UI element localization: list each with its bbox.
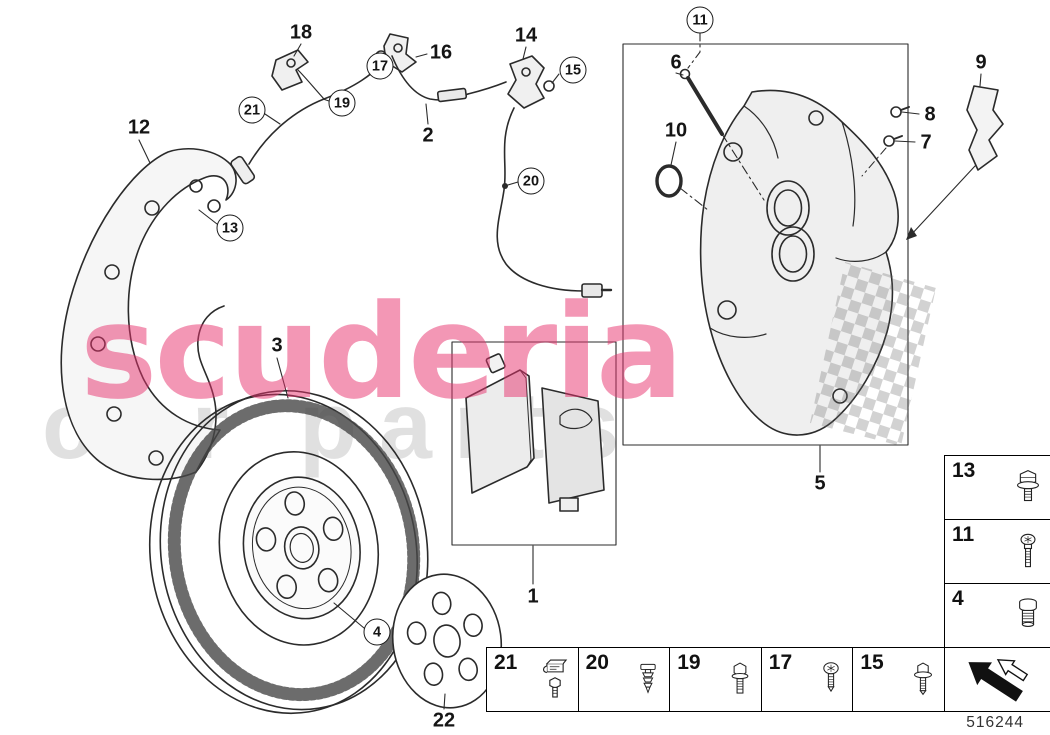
fastener-cell-20: 20 [577, 648, 670, 711]
fastener-cell-label: 4 [952, 587, 964, 610]
pad-spring-drawing [906, 85, 1004, 240]
brake-disc-drawing [148, 389, 429, 715]
seal-ring-drawing [655, 164, 709, 211]
expander-clip-icon [633, 660, 663, 700]
torx-screw-icon [816, 660, 846, 700]
torx-bolt-icon [1012, 531, 1044, 573]
fastener-cell-15: 15 [852, 648, 944, 711]
fastener-cell-label: 21 [494, 651, 518, 674]
flange-screw-icon [908, 659, 938, 701]
fastener-cell-17: 17 [760, 648, 853, 711]
leader-lines [138, 32, 982, 710]
fastener-cell-label: 20 [585, 651, 609, 674]
brake-caliper-drawing [622, 43, 936, 446]
hex-bolt-icon [725, 659, 755, 701]
fastener-cell-11: 11 [945, 520, 1050, 584]
travel-direction-cell [945, 648, 1050, 712]
hub-spacer-drawing [391, 573, 503, 709]
fastener-cell-4: 4 [945, 584, 1050, 648]
doc-number: 516244 [966, 714, 1024, 731]
dust-shield-drawing [60, 148, 237, 481]
fastener-row: 21 20 19 17 15 [486, 647, 944, 712]
sensor-cable-drawing [230, 33, 613, 298]
screw-plug-icon [1012, 595, 1044, 637]
retaining-clip-icon [538, 658, 572, 702]
fastener-cell-label: 19 [677, 651, 701, 674]
bleeder-valve-drawing [861, 106, 910, 177]
fastener-cell-label: 15 [860, 651, 884, 674]
direction-arrow-icon [954, 652, 1042, 708]
fastener-cell-21: 21 [487, 648, 578, 711]
flange-bolt-icon [1012, 467, 1044, 509]
fastener-cell-label: 13 [952, 459, 976, 482]
fastener-cell-label: 17 [768, 651, 793, 674]
fastener-cell-13: 13 [945, 456, 1050, 520]
fastener-cell-19: 19 [669, 648, 761, 711]
fastener-cell-label: 11 [952, 523, 975, 546]
fastener-column: 13 11 4 [944, 455, 1050, 712]
brake-pads-drawing [451, 341, 617, 546]
